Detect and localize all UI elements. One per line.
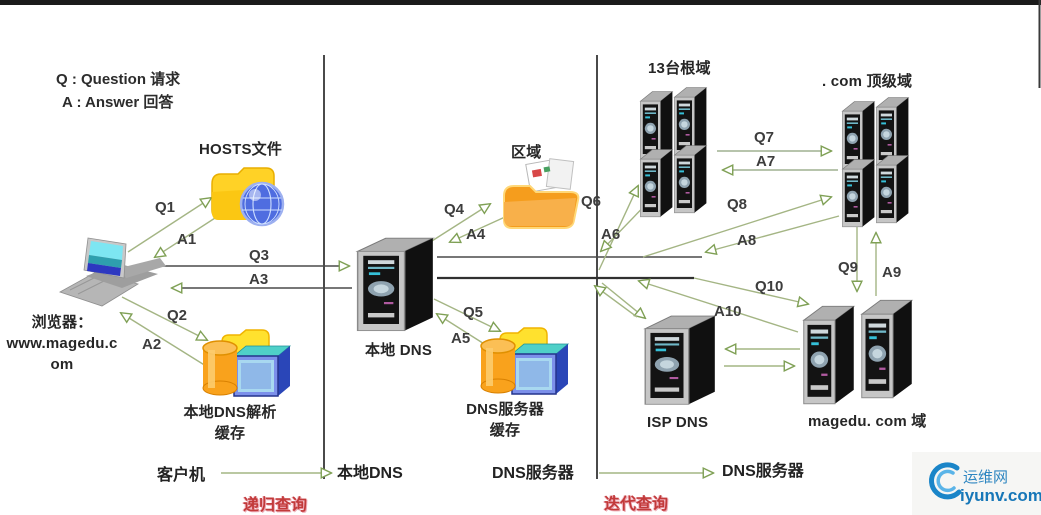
arrow-q6-line: [598, 186, 638, 271]
dns-cache-label-line1: DNS服务器: [466, 401, 544, 418]
arrow-q2-line: [121, 296, 207, 340]
legend-question-line: Q : Question 请求: [56, 71, 181, 88]
dns-cache-icon: [480, 327, 569, 395]
root-servers-icon: [640, 87, 707, 218]
arrow-label-q7: Q7: [754, 129, 775, 146]
recursive-query-label: 递归查询: [243, 497, 308, 514]
iterative-query-label: 迭代查询: [604, 496, 669, 513]
arrow-label-q6: Q6: [581, 193, 602, 210]
arrow-label-q5: Q5: [463, 304, 484, 321]
arrow-label-q8: Q8: [727, 196, 748, 213]
root-domain-label: 13台根域: [648, 60, 711, 77]
arrow-label-q2: Q2: [167, 307, 188, 324]
watermark-logo-icon: [929, 462, 962, 500]
local-dns-server-icon: [356, 237, 434, 332]
arrow-label-a4: A4: [466, 226, 486, 243]
local-cache-label: 本地DNS解析 缓存: [168, 402, 292, 444]
arrow-label-q9: Q9: [838, 259, 859, 276]
arrow-label-a9: A9: [882, 264, 902, 281]
arrow-a10-line: [639, 281, 799, 333]
browser-label-line1: 浏览器：: [31, 314, 93, 331]
arrow-a2-line: [121, 313, 207, 367]
arrow-a8-line: [706, 215, 840, 252]
arrow-label-a5: A5: [451, 330, 471, 347]
com-servers-icon: [842, 97, 909, 228]
legend-dnsserver-left-label: DNS服务器: [492, 465, 574, 482]
magedu-servers-icon: [803, 299, 913, 405]
com-tld-label: . com 顶级域: [822, 73, 913, 90]
arrow-label-q3: Q3: [249, 247, 270, 264]
arrow-q4-line: [423, 204, 490, 247]
arrow-label-q10: Q10: [755, 278, 784, 295]
browser-computer-icon: [59, 237, 166, 307]
legend-dnsserver-right-label: DNS服务器: [722, 463, 804, 480]
arrow-label-a10: A10: [714, 303, 742, 320]
hosts-file-label: HOSTS文件: [199, 141, 283, 158]
arrow-q1-line: [127, 198, 211, 253]
local-cache-label-line1: 本地DNS解析: [183, 404, 277, 421]
watermark-site-url: iyunv.com: [960, 486, 1041, 505]
legend-answer-line: A : Answer 回答: [62, 94, 174, 111]
dns-cache-label-line2: 缓存: [489, 422, 521, 439]
query-answer-arrows: [121, 151, 876, 473]
browser-label-line3: om: [50, 356, 74, 373]
zone-folder-icon: [503, 158, 580, 229]
zone-label: 区域: [511, 144, 542, 161]
arrow-junction-to-isp-line: [601, 282, 645, 318]
arrow-label-q1: Q1: [155, 199, 176, 216]
local-cache-icon: [202, 329, 291, 397]
isp-dns-server-icon: [644, 315, 716, 406]
arrow-isp-to-junction-line: [595, 286, 638, 318]
magedu-domain-label: magedu. com 域: [808, 413, 927, 430]
local-cache-label-line2: 缓存: [214, 425, 246, 442]
watermark-site-name: 运维网: [963, 469, 1009, 486]
arrow-label-a7: A7: [756, 153, 776, 170]
trunk-lines: [153, 256, 702, 288]
arrow-a5-line: [437, 314, 490, 348]
hosts-folder-icon: [211, 167, 285, 227]
arrow-q5-line: [433, 298, 500, 331]
arrow-a4-line: [450, 216, 506, 242]
arrow-label-a3: A3: [249, 271, 269, 288]
top-border-bar: [0, 0, 1041, 5]
legend-localdns-label: 本地DNS: [337, 465, 403, 482]
isp-dns-label: ISP DNS: [647, 414, 709, 431]
browser-label: 浏览器： www.magedu.c om: [0, 312, 124, 375]
arrow-label-a2: A2: [142, 336, 162, 353]
browser-label-line2: www.magedu.c: [6, 335, 118, 352]
dns-cache-label: DNS服务器 缓存: [448, 399, 562, 441]
arrow-q10-line: [693, 277, 808, 304]
arrow-q8-line: [642, 197, 831, 258]
arrow-label-q4: Q4: [444, 201, 465, 218]
arrow-label-a1: A1: [177, 231, 197, 248]
local-dns-label: 本地 DNS: [365, 342, 433, 359]
arrow-label-a8: A8: [737, 232, 757, 249]
legend-client-label: 客户机: [157, 467, 206, 484]
arrow-label-a6: A6: [601, 226, 621, 243]
